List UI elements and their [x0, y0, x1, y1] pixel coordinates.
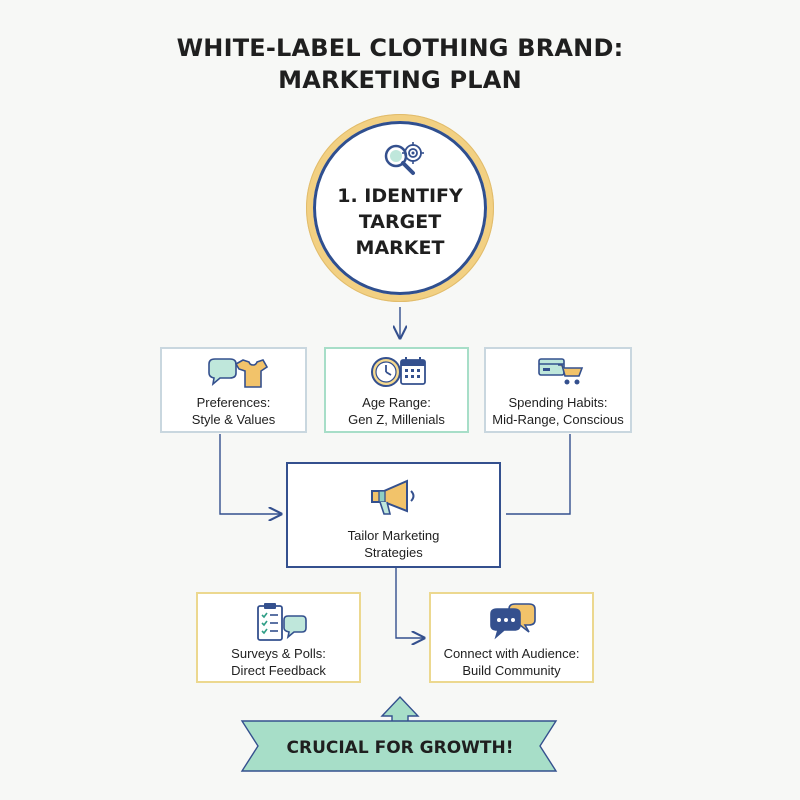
age-range-box: Age Range: Gen Z, Millenials	[324, 347, 469, 433]
strategy-label-line-2: Strategies	[364, 545, 423, 560]
connect-label: Connect with Audience: Build Community	[431, 645, 592, 679]
preferences-to-strategy-connector	[219, 434, 281, 514]
main-step-line-1: 1. IDENTIFY	[337, 185, 463, 207]
spending-habits-label-line-1: Spending Habits:	[508, 395, 608, 410]
preferences-box: Preferences: Style & Values	[160, 347, 307, 433]
megaphone-icon	[371, 479, 415, 515]
connect-label-line-2: Build Community	[462, 663, 561, 678]
page-title-line-1: WHITE-LABEL CLOTHING BRAND:	[176, 34, 624, 62]
preferences-label-line-2: Style & Values	[191, 412, 276, 427]
strategy-label: Tailor Marketing Strategies	[288, 527, 499, 561]
chat-shirt-icon	[208, 358, 269, 388]
speech-bubbles-icon	[490, 603, 536, 640]
surveys-label-line-2: Direct Feedback	[231, 663, 326, 678]
spending-habits-label: Spending Habits: Mid-Range, Conscious	[486, 394, 630, 428]
wallet-cart-icon	[538, 358, 584, 385]
surveys-label: Surveys & Polls: Direct Feedback	[198, 645, 359, 679]
connect-label-line-1: Connect with Audience:	[443, 646, 580, 661]
clipboard-chat-icon	[257, 603, 307, 641]
spending-habits-label-line-2: Mid-Range, Conscious	[492, 412, 624, 427]
preferences-label: Preferences: Style & Values	[162, 394, 305, 428]
banner-text: CRUCIAL FOR GROWTH!	[286, 738, 514, 758]
strategy-box: Tailor Marketing Strategies	[286, 462, 501, 568]
strategy-to-connect-arrow	[395, 568, 424, 638]
banner-ribbon	[240, 720, 558, 772]
preferences-label-line-1: Preferences:	[196, 395, 271, 410]
page-title: WHITE-LABEL CLOTHING BRAND: MARKETING PL…	[0, 32, 800, 96]
age-range-label-line-2: Gen Z, Millenials	[348, 412, 445, 427]
spending-habits-box: Spending Habits: Mid-Range, Conscious	[484, 347, 632, 433]
page-title-line-2: MARKETING PLAN	[278, 66, 522, 94]
spending-to-strategy-connector	[506, 434, 571, 515]
connect-box: Connect with Audience: Build Community	[429, 592, 594, 683]
clock-calendar-icon	[371, 357, 426, 387]
surveys-box: Surveys & Polls: Direct Feedback	[196, 592, 361, 683]
age-range-label-line-1: Age Range:	[362, 395, 431, 410]
main-step-line-3: MARKET	[355, 237, 445, 259]
strategy-label-line-1: Tailor Marketing	[347, 528, 440, 543]
age-range-label: Age Range: Gen Z, Millenials	[326, 394, 467, 428]
search-target-icon	[384, 142, 424, 175]
main-step-line-2: TARGET	[358, 211, 442, 233]
main-step-title: 1. IDENTIFY TARGET MARKET	[326, 183, 474, 261]
surveys-label-line-1: Surveys & Polls:	[231, 646, 326, 661]
